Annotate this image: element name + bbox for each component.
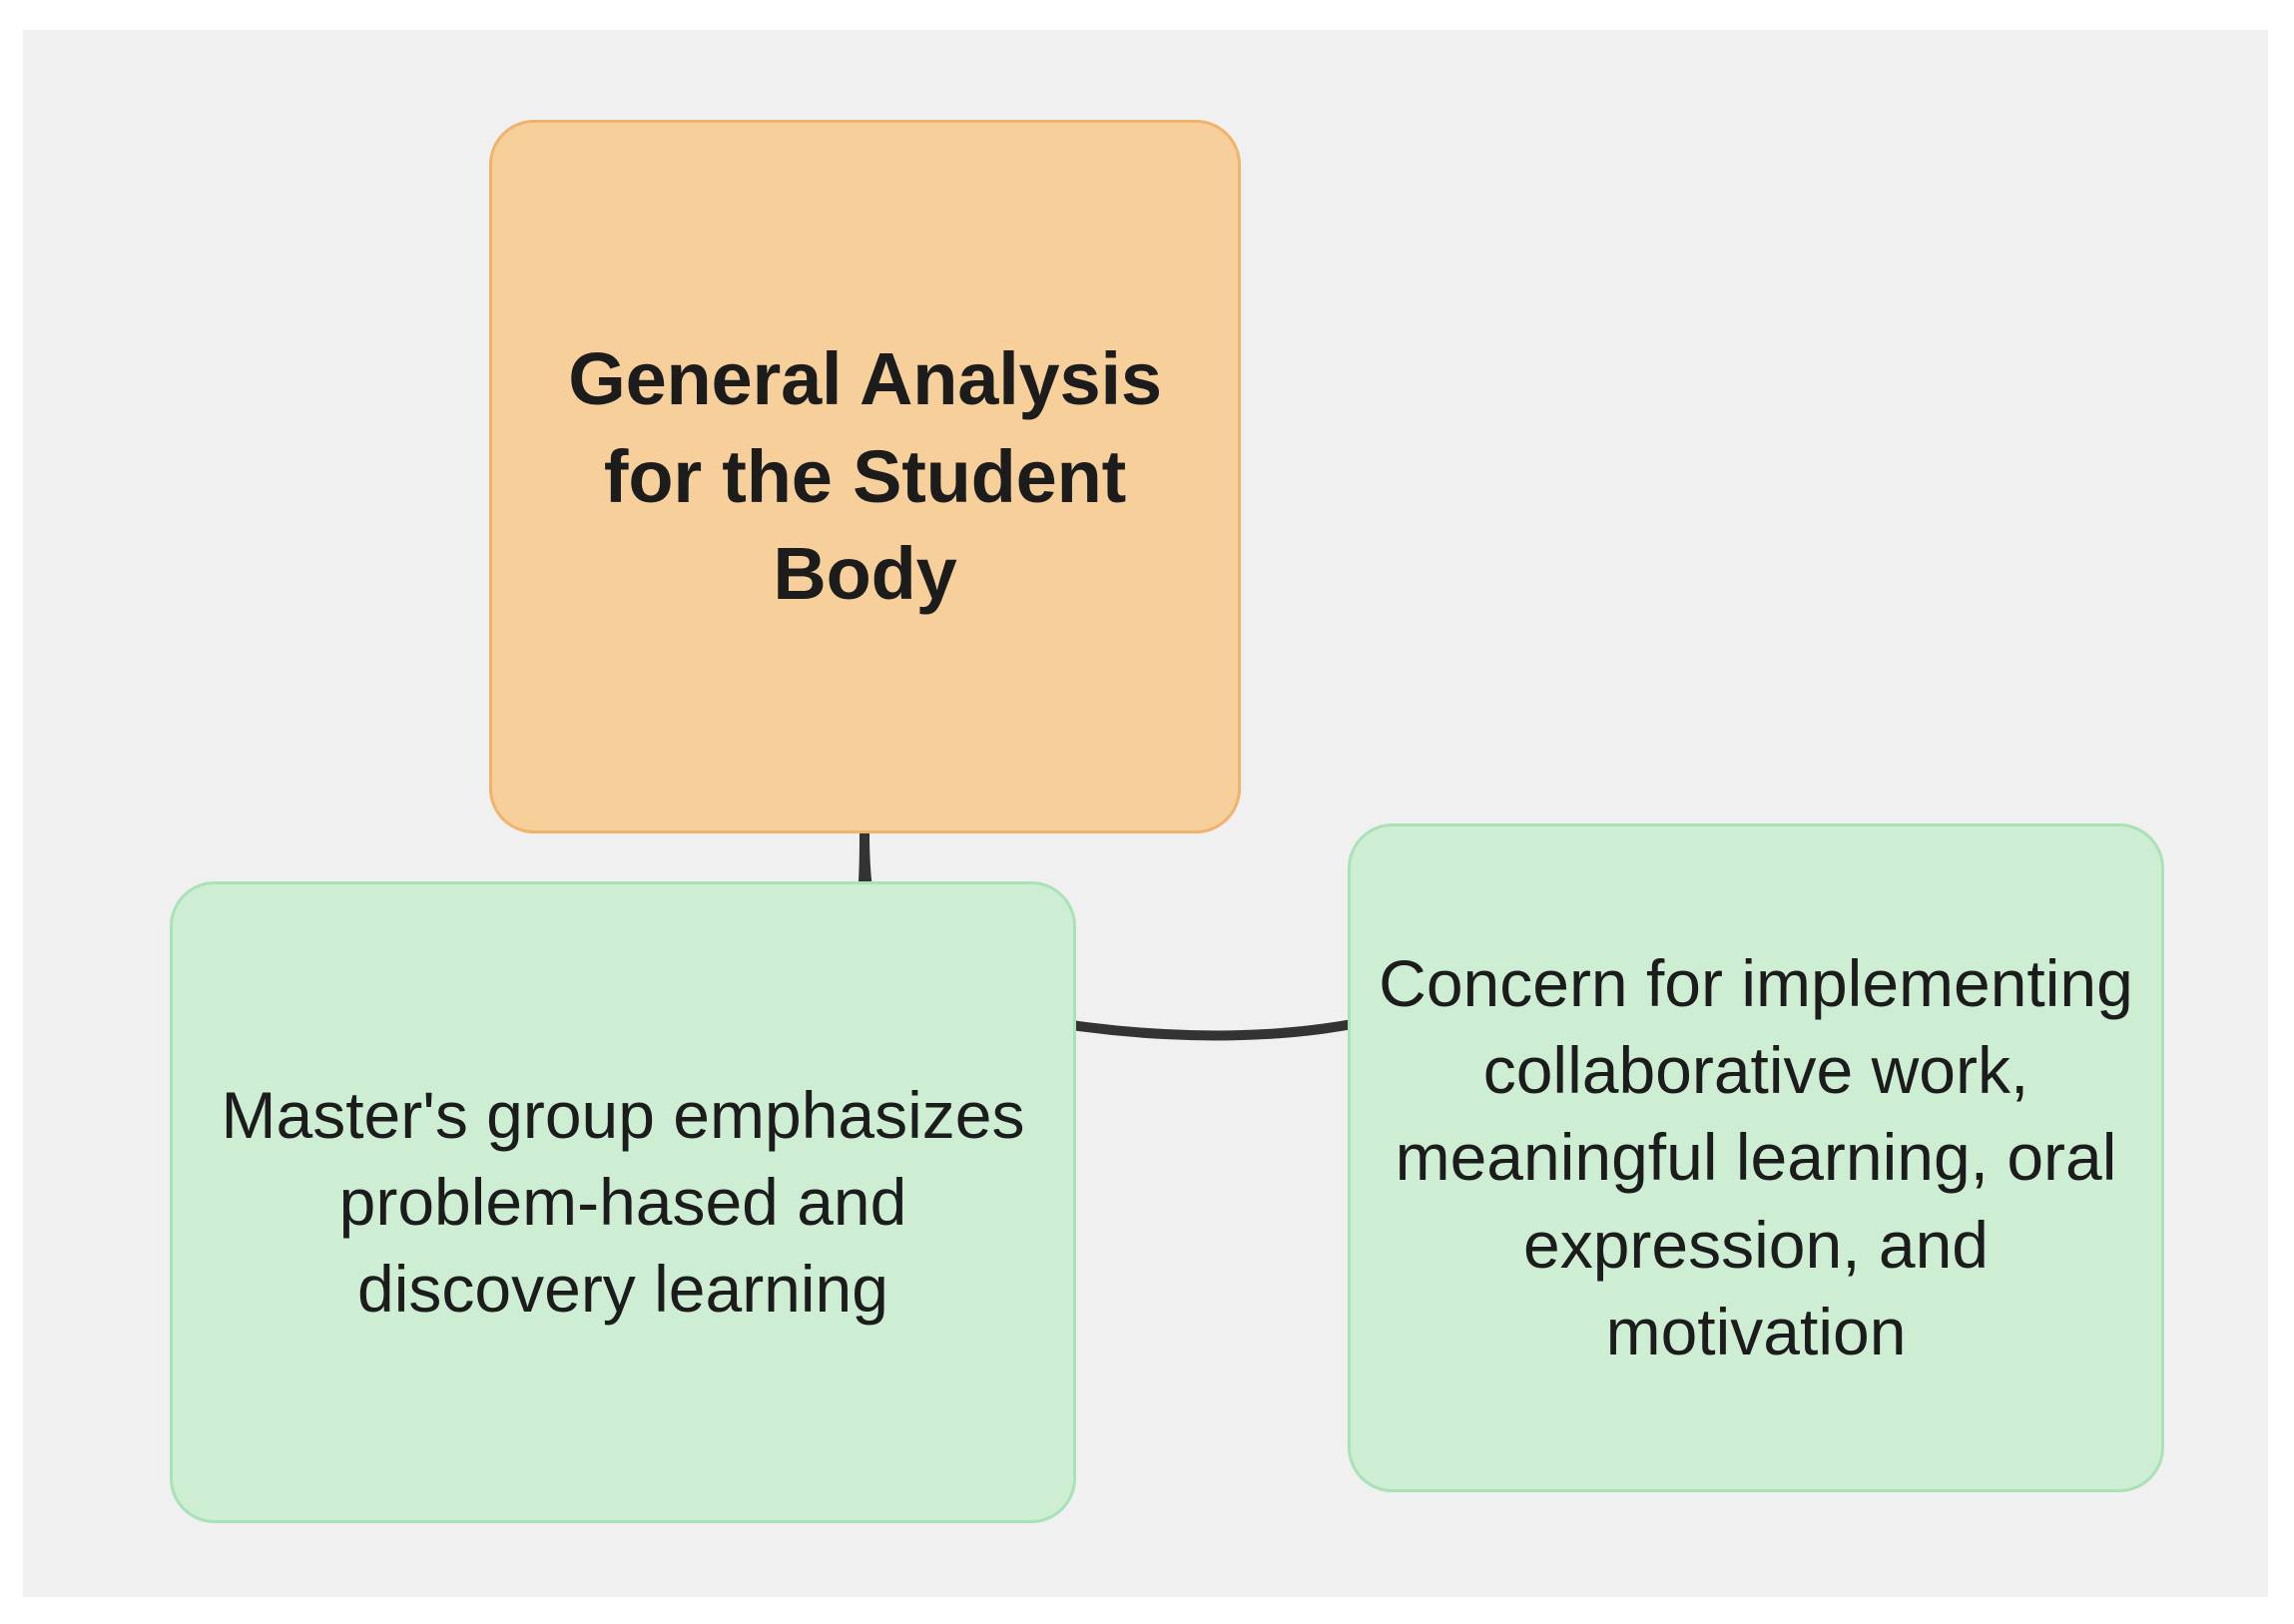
node-concern-for-implementing[interactable]: Concern for implementing collaborative w… bbox=[1348, 823, 2164, 1492]
diagram-canvas: General Analysis for the Student Body Ma… bbox=[23, 30, 2268, 1597]
node-masters-group-emphasizes[interactable]: Master's group emphasizes problem-hased … bbox=[170, 881, 1076, 1523]
node-root-label: General Analysis for the Student Body bbox=[568, 336, 1162, 616]
node-leaf-left-label: Master's group emphasizes problem-hased … bbox=[221, 1077, 1025, 1327]
node-general-analysis-for-the-student-body[interactable]: General Analysis for the Student Body bbox=[489, 120, 1241, 833]
node-leaf-right-label: Concern for implementing collaborative w… bbox=[1379, 946, 2133, 1368]
